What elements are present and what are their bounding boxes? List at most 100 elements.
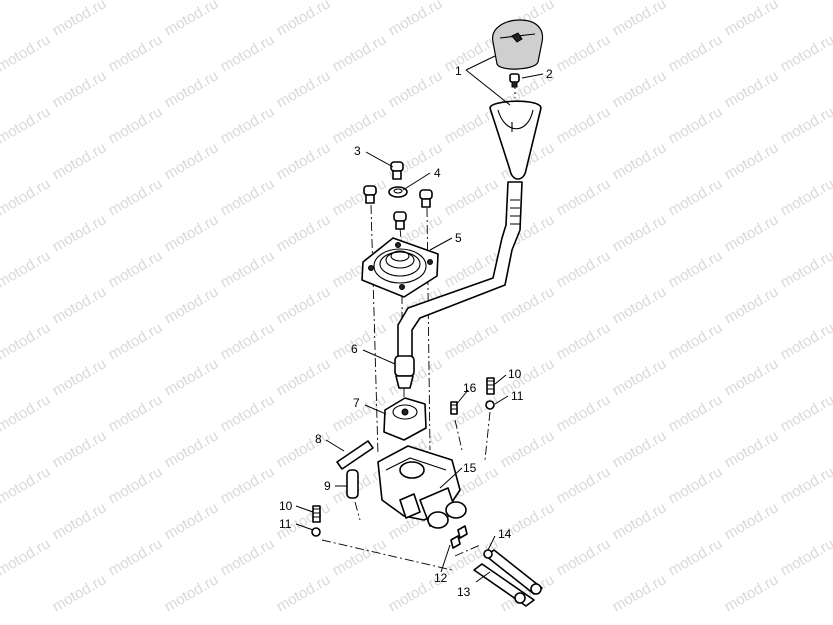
watermark-text: motod.ru (722, 67, 782, 111)
watermark-text: motod.ru (106, 103, 166, 147)
watermark-text: motod.ru (554, 391, 614, 435)
detent-springs (311, 377, 495, 537)
watermark-text: motod.ru (162, 355, 222, 399)
watermark-text: motod.ru (274, 571, 334, 615)
callout-6: 6 (351, 342, 358, 356)
watermark-text: motod.ru (106, 319, 166, 363)
watermark-text: motod.ru (722, 571, 782, 615)
watermark-text: motod.ru (274, 427, 334, 471)
lever-bushing (394, 355, 415, 389)
watermark-text: motod.ru (386, 0, 446, 39)
watermark-text: motod.ru (50, 283, 110, 327)
long-pin (336, 440, 374, 470)
watermark-text: motod.ru (330, 0, 390, 3)
watermark-text: motod.ru (554, 175, 614, 219)
watermark-text: motod.ru (442, 0, 502, 3)
watermark-text: motod.ru (498, 355, 558, 399)
watermark-text: motod.ru (442, 175, 502, 219)
watermark-text: motod.ru (50, 67, 110, 111)
watermark-text: motod.ru (386, 67, 446, 111)
watermark-text: motod.ru (610, 211, 670, 255)
watermark-text: motod.ru (778, 463, 833, 507)
watermark-text: motod.ru (666, 463, 726, 507)
watermark-text: motod.ru (106, 391, 166, 435)
watermark-text: motod.ru (722, 211, 782, 255)
watermark-text: motod.ru (162, 571, 222, 615)
watermark-text: motod.ru (0, 247, 53, 291)
watermark-text: motod.ru (610, 427, 670, 471)
watermark-text: motod.ru (0, 0, 53, 3)
watermark-text: motod.ru (722, 0, 782, 39)
callout-10-upper: 10 (508, 367, 522, 381)
callout-16: 16 (463, 381, 477, 395)
watermark-text: motod.ru (218, 175, 278, 219)
watermark-text: motod.ru (218, 103, 278, 147)
watermark-text: motod.ru (0, 175, 53, 219)
watermark-text: motod.ru (106, 175, 166, 219)
watermark-text: motod.ru (274, 355, 334, 399)
callout-2: 2 (546, 67, 553, 81)
callout-11-lower: 11 (279, 517, 292, 531)
watermark-text: motod.ru (778, 535, 833, 579)
washer (388, 186, 408, 198)
callout-15: 15 (463, 461, 477, 475)
watermark-text: motod.ru (554, 463, 614, 507)
callout-3: 3 (354, 144, 361, 158)
watermark-text: motod.ru (610, 283, 670, 327)
watermark-text: motod.ru (666, 103, 726, 147)
callout-13: 13 (457, 585, 471, 599)
watermark-text: motod.ru (442, 319, 502, 363)
watermark-text: motod.ru (274, 283, 334, 327)
dowel-pin (346, 469, 359, 499)
watermark-text: motod.ru (554, 535, 614, 579)
shift-boot (361, 237, 439, 298)
watermark-text: motod.ru (498, 283, 558, 327)
watermark-text: motod.ru (610, 355, 670, 399)
watermark-text: motod.ru (554, 319, 614, 363)
watermark-text: motod.ru (162, 427, 222, 471)
watermark-text: motod.ru (778, 103, 833, 147)
callout-labels: 1 2 3 4 5 6 7 8 9 10 11 10 11 12 13 14 1… (279, 64, 553, 599)
watermark-text: motod.ru (610, 571, 670, 615)
watermark-text: motod.ru (218, 391, 278, 435)
callout-14: 14 (498, 527, 512, 541)
watermark-text: motod.ru (722, 355, 782, 399)
callout-11-upper: 11 (511, 389, 524, 403)
watermark-text: motod.ru (554, 103, 614, 147)
watermark-text: motod.ru (106, 247, 166, 291)
callout-7: 7 (353, 396, 360, 410)
watermark-text: motod.ru (218, 535, 278, 579)
watermark-text: motod.ru (330, 175, 390, 219)
watermark-text: motod.ru (778, 391, 833, 435)
watermark-text: motod.ru (50, 139, 110, 183)
bolts (363, 161, 433, 230)
watermark-text: motod.ru (50, 571, 110, 615)
shift-knob (489, 19, 544, 180)
watermark-text: motod.ru (330, 31, 390, 75)
watermark-text: motod.ru (50, 211, 110, 255)
watermark-text: motod.ru (0, 391, 53, 435)
watermark-text: motod.ru (778, 247, 833, 291)
watermark-text: motod.ru (330, 319, 390, 363)
shifter-housing (377, 445, 467, 529)
watermark-text: motod.ru (666, 319, 726, 363)
watermark-text: motod.ru (330, 103, 390, 147)
watermark-text: motod.ru (218, 31, 278, 75)
watermark-text: motod.ru (106, 0, 166, 3)
watermark-text: motod.ru (106, 535, 166, 579)
watermark-text: motod.ru (162, 211, 222, 255)
pivot-block (383, 397, 427, 441)
watermark-text: motod.ru (162, 139, 222, 183)
callout-12: 12 (434, 571, 448, 585)
watermark-text: motod.ru (274, 139, 334, 183)
watermark-text: motod.ru (106, 463, 166, 507)
watermark-text: motod.ru (610, 0, 670, 39)
watermark-text: motod.ru (666, 175, 726, 219)
watermark-text: motod.ru (778, 0, 833, 3)
watermark-text: motod.ru (778, 31, 833, 75)
watermark-text: motod.ru (218, 319, 278, 363)
watermark-text: motod.ru (554, 31, 614, 75)
watermark-text: motod.ru (162, 67, 222, 111)
knob-screw (509, 73, 520, 88)
